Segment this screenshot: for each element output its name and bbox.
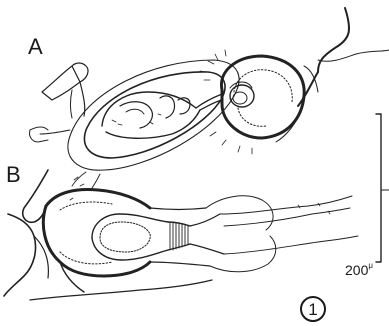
scale-bar-unit: μ xyxy=(368,261,373,270)
panel-a-drawing xyxy=(29,8,389,170)
panel-label-b: B xyxy=(6,164,21,186)
panel-label-a: A xyxy=(28,36,43,58)
figure-number: 1 xyxy=(300,296,326,322)
scale-bar-value: 200 xyxy=(345,262,368,278)
scale-bar xyxy=(376,114,389,262)
panel-b-drawing xyxy=(4,170,358,300)
scale-bar-label: 200μ xyxy=(345,263,373,277)
